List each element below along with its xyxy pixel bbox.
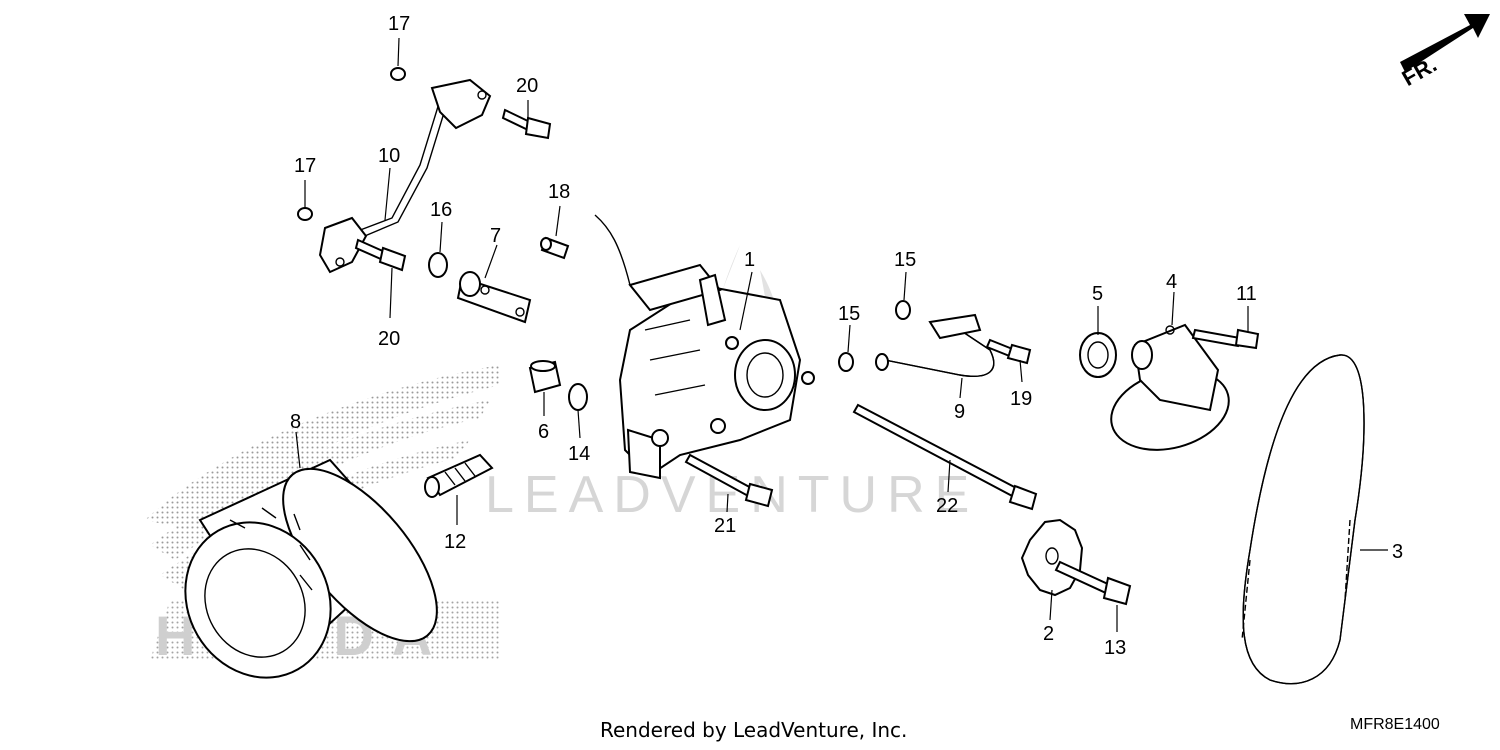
strainer-seal-part: [1079, 332, 1117, 378]
callout-labels: 17 20 17 10 20 16 7 18 1 15 15 9 19 5 4 …: [290, 13, 1403, 659]
oil-pump-sprocket-part: [1020, 518, 1084, 597]
sealing-washer-part-upper: [895, 300, 911, 320]
callout-11: 11: [1236, 283, 1257, 305]
front-direction-arrow-icon: [1400, 14, 1490, 72]
long-bolt-part: [684, 453, 774, 508]
callout-20-top: 20: [516, 75, 538, 97]
callout-6: 6: [538, 421, 549, 443]
callout-9: 9: [954, 401, 965, 423]
oil-pipe-bracket-part: [318, 78, 492, 274]
callout-7: 7: [490, 225, 501, 247]
washer-part: [297, 67, 406, 221]
o-ring-part-small: [568, 383, 588, 411]
strainer-bolt-part: [1191, 328, 1260, 350]
callout-2: 2: [1043, 623, 1054, 645]
oil-pipe-collar-part: [456, 271, 532, 324]
oil-filter-part: [184, 458, 438, 679]
pipe-bolt-part: [985, 338, 1032, 365]
callout-15-upper: 15: [894, 249, 916, 271]
callout-10: 10: [378, 145, 400, 167]
drive-chain-part: [1241, 354, 1365, 685]
oil-filter-bolt-part: [424, 453, 494, 498]
callout-3: 3: [1392, 541, 1403, 563]
footer-credit-text: Rendered by LeadVenture, Inc.: [600, 718, 908, 742]
dowel-pin-part: [540, 236, 570, 260]
callout-1: 1: [744, 249, 755, 271]
front-direction-label: FR.: [1398, 52, 1441, 91]
callout-17-top: 17: [388, 13, 410, 35]
callout-18: 18: [548, 181, 570, 203]
callout-13: 13: [1104, 637, 1126, 659]
callout-12: 12: [444, 531, 466, 553]
o-ring-part: [428, 252, 448, 278]
sealing-washer-part: [838, 352, 854, 372]
pump-bolt-part: [852, 403, 1038, 511]
oil-strainer-part: [1110, 323, 1230, 451]
oil-pump-assembly-part: [594, 214, 815, 480]
sprocket-bolt-part: [1054, 560, 1132, 606]
leader-lines: [295, 37, 1388, 632]
callout-19: 19: [1010, 388, 1032, 410]
callout-20-bottom: 20: [378, 328, 400, 350]
callout-5: 5: [1092, 283, 1103, 305]
callout-21: 21: [714, 515, 736, 537]
diagram-code-text: MFR8E1400: [1350, 716, 1440, 733]
bolt-part: [354, 108, 552, 272]
callout-22: 22: [936, 495, 958, 517]
callout-4: 4: [1166, 271, 1177, 293]
collar-part: [528, 360, 562, 394]
callout-16: 16: [430, 199, 452, 221]
oil-pipe-part: [875, 313, 995, 377]
callout-15-lower: 15: [838, 303, 860, 325]
callout-17-left: 17: [294, 155, 316, 177]
callout-8: 8: [290, 411, 301, 433]
callout-14: 14: [568, 443, 590, 465]
